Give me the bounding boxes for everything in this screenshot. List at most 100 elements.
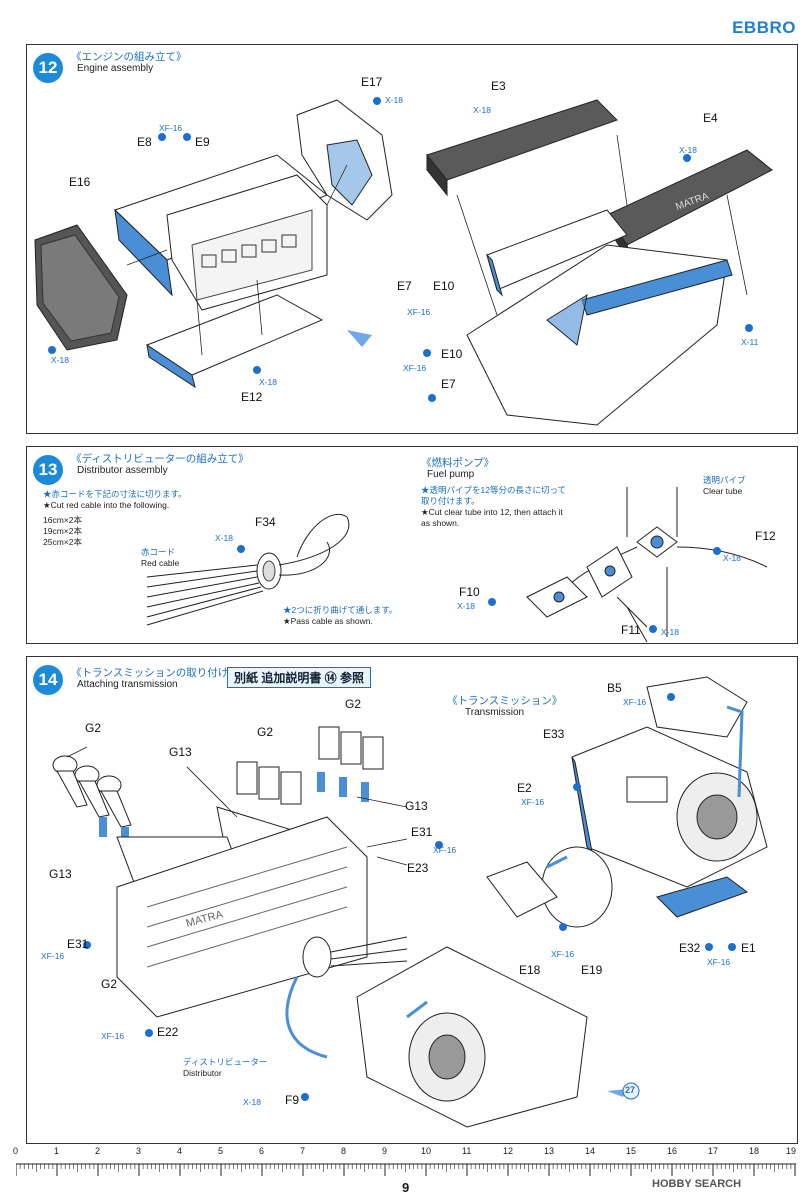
distributor-jp: ディストリビューター <box>183 1057 268 1067</box>
pass-cable-en: ★Pass cable as shown. <box>283 616 373 626</box>
ruler-label: 3 <box>136 1146 142 1156</box>
cut-note-en: ★Cut red cable into the following. <box>43 500 170 510</box>
ruler-label: 9 <box>382 1146 388 1156</box>
step-title-en: Attaching transmission <box>77 679 178 690</box>
paint-xf16: XF-16 <box>101 1031 125 1041</box>
part-g13: G13 <box>169 745 192 759</box>
paint-x18: X-18 <box>457 601 475 611</box>
distributor-label: ディストリビューター Distributor <box>183 1057 267 1079</box>
part-g13: G13 <box>405 799 428 813</box>
distributor-diagram <box>146 487 768 643</box>
ruler-label: 10 <box>421 1146 432 1156</box>
part-e19: E19 <box>581 963 603 977</box>
part-e33: E33 <box>543 727 565 741</box>
part-e2: E2 <box>517 781 532 795</box>
part-e32: E32 <box>679 941 701 955</box>
engine-assembly-diagram: MATRA <box>34 97 773 426</box>
ruler-label: 17 <box>708 1146 719 1156</box>
step-number: 12 <box>33 53 63 83</box>
ruler-label: 19 <box>786 1146 797 1156</box>
part-e1: E1 <box>741 941 756 955</box>
fuel-pump-title-en: Fuel pump <box>427 469 475 480</box>
cut-size: 16cm×2本 <box>43 515 82 525</box>
paint-xf16: XF-16 <box>707 957 731 967</box>
part-e31: E31 <box>411 825 433 839</box>
ruler-label: 1 <box>54 1146 60 1156</box>
paint-x18: X-18 <box>243 1097 261 1107</box>
cut-size: 19cm×2本 <box>43 526 82 536</box>
paint-x18: X-18 <box>661 627 679 637</box>
distributor-en: Distributor <box>183 1068 222 1078</box>
step-27-reference: 27 <box>625 1085 636 1095</box>
step-title-en: Engine assembly <box>77 63 154 74</box>
ruler-label: 8 <box>341 1146 347 1156</box>
part-g2: G2 <box>101 977 118 991</box>
part-e10: E10 <box>441 347 463 361</box>
ruler-label: 5 <box>218 1146 224 1156</box>
paint-x18: X-18 <box>259 377 277 387</box>
step-number: 13 <box>33 455 63 485</box>
part-e12: E12 <box>241 390 263 404</box>
part-g13: G13 <box>49 867 72 881</box>
red-cable-en: Red cable <box>141 558 180 568</box>
step-12-panel: 12 《エンジンの組み立て》 Engine assembly MATRA <box>26 44 798 434</box>
paint-x18: X-18 <box>51 355 69 365</box>
part-g2: G2 <box>257 725 274 739</box>
reference-badge: 別紙 追加説明書 ⑭ 参照 <box>227 667 372 688</box>
clear-tube-en: Clear tube <box>703 486 743 496</box>
fuel-pump-title-jp: 《燃料ポンプ》 <box>421 457 495 469</box>
part-f10: F10 <box>459 585 480 599</box>
part-e22: E22 <box>157 1025 179 1039</box>
step-14-panel: 14 《トランスミッションの取り付け》 Attaching transmissi… <box>26 656 798 1144</box>
paint-xf16: XF-16 <box>623 697 647 707</box>
red-cable-label: 赤コード Red cable <box>141 547 179 569</box>
part-e9: E9 <box>195 135 210 149</box>
page-number: 9 <box>402 1180 410 1195</box>
part-e10: E10 <box>433 279 455 293</box>
ruler-label: 4 <box>177 1146 183 1156</box>
ruler-label: 14 <box>585 1146 596 1156</box>
ruler-label: 7 <box>300 1146 306 1156</box>
step-number: 14 <box>33 665 63 695</box>
part-e3: E3 <box>491 79 506 93</box>
part-e16: E16 <box>69 175 91 189</box>
pass-cable-jp: ★2つに折り曲げて通します。 <box>283 605 398 615</box>
cut-size: 25cm×2本 <box>43 537 82 547</box>
paint-x11: X-11 <box>741 337 759 347</box>
fuel-pump-note-jp: ★透明パイプを12等分の長さに切って取り付けます。 <box>421 485 567 506</box>
fuel-pump-note: ★透明パイプを12等分の長さに切って取り付けます。 ★Cut clear tub… <box>421 485 571 529</box>
part-f12: F12 <box>755 529 776 543</box>
paint-xf16: XF-16 <box>521 797 545 807</box>
part-f11: F11 <box>621 623 641 637</box>
part-g2: G2 <box>345 697 362 711</box>
ruler-label: 2 <box>95 1146 101 1156</box>
clear-tube-jp: 透明パイプ <box>703 475 746 485</box>
step-title-en: Distributor assembly <box>77 465 168 476</box>
paint-x18: X-18 <box>473 105 491 115</box>
pass-cable-note: ★2つに折り曲げて通します。 ★Pass cable as shown. <box>283 605 397 627</box>
paint-x18: X-18 <box>679 145 697 155</box>
part-g2: G2 <box>85 721 102 735</box>
paint-x18: X-18 <box>723 553 741 563</box>
ruler-label: 0 <box>13 1146 19 1156</box>
paint-xf16: XF-16 <box>159 123 183 133</box>
red-cable-jp: 赤コード <box>141 547 176 557</box>
part-e7: E7 <box>441 377 456 391</box>
transmission-diagram: MATRA <box>52 676 768 1128</box>
paint-x18: X-18 <box>215 533 233 543</box>
ruler-label: 11 <box>462 1146 472 1156</box>
ruler-label: 13 <box>544 1146 555 1156</box>
paint-x18: X-18 <box>385 95 403 105</box>
part-f9: F9 <box>285 1093 300 1107</box>
part-e4: E4 <box>703 111 718 125</box>
cut-note-jp: ★赤コードを下記の寸法に切ります。 <box>43 489 187 499</box>
transmission-title-en: Transmission <box>465 707 525 718</box>
part-e7: E7 <box>397 279 412 293</box>
ruler-label: 16 <box>667 1146 678 1156</box>
part-e8: E8 <box>137 135 152 149</box>
paint-xf16: XF-16 <box>433 845 457 855</box>
transmission-title-jp: 《トランスミッション》 <box>447 695 563 707</box>
paint-xf16: XF-16 <box>403 363 427 373</box>
clear-tube-label: 透明パイプ Clear tube <box>703 475 746 497</box>
part-b5: B5 <box>607 681 622 695</box>
